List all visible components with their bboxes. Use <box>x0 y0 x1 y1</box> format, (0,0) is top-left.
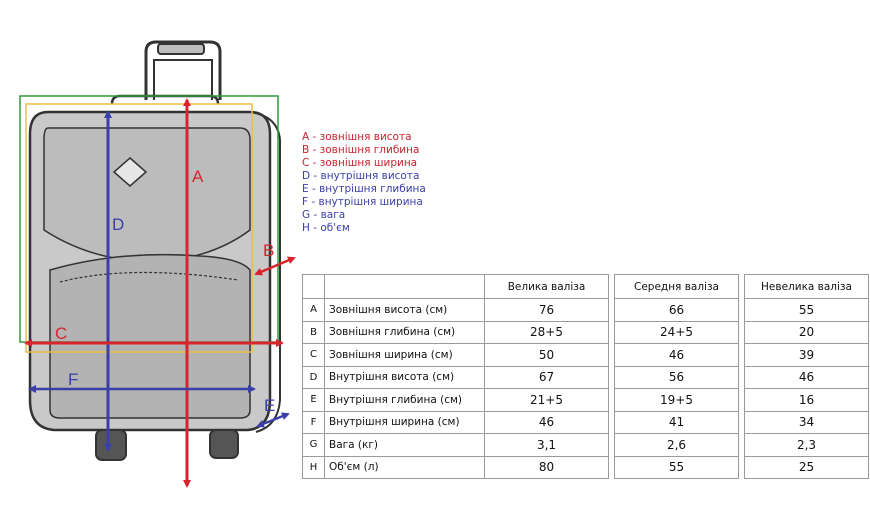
value-medium: 55 <box>614 455 739 479</box>
dimension-label-f: F <box>68 370 78 389</box>
column-gap <box>608 343 615 366</box>
row-letter: B <box>302 320 325 344</box>
value-medium: 66 <box>614 298 739 322</box>
column-gap <box>608 433 615 456</box>
value-medium: 19+5 <box>614 388 739 412</box>
legend-item: E - внутрішня глибина <box>302 183 426 195</box>
value-large: 80 <box>484 455 609 479</box>
column-gap <box>738 388 745 411</box>
value-medium: 24+5 <box>614 320 739 344</box>
value-small: 2,3 <box>744 433 869 457</box>
row-letter: A <box>302 298 325 322</box>
size-spec-table: Велика валіза Середня валіза Невелика ва… <box>302 274 869 479</box>
value-medium: 2,6 <box>614 433 739 457</box>
legend-item: B - зовнішня глибина <box>302 144 420 156</box>
column-gap <box>608 366 615 389</box>
row-name: Внутрішня ширина (см) <box>324 410 485 434</box>
dimension-arrow-b <box>254 256 296 276</box>
row-letter: C <box>302 343 325 367</box>
value-large: 28+5 <box>484 320 609 344</box>
header-blank-letter <box>302 274 325 299</box>
row-letter: E <box>302 388 325 412</box>
column-gap <box>608 411 615 434</box>
value-small: 25 <box>744 455 869 479</box>
row-name: Внутрішня висота (см) <box>324 365 485 389</box>
value-large: 76 <box>484 298 609 322</box>
value-medium: 41 <box>614 410 739 434</box>
legend-item: D - внутрішня висота <box>302 170 420 182</box>
column-gap <box>608 298 615 321</box>
suitcase-illustration <box>28 40 281 461</box>
column-gap <box>738 298 745 321</box>
value-small: 20 <box>744 320 869 344</box>
column-gap <box>738 456 745 479</box>
value-large: 3,1 <box>484 433 609 457</box>
value-small: 46 <box>744 365 869 389</box>
value-large: 21+5 <box>484 388 609 412</box>
dimension-label-a: A <box>192 167 204 186</box>
column-gap <box>738 366 745 389</box>
header-large-suitcase: Велика валіза <box>484 274 609 299</box>
row-name: Зовнішня ширина (см) <box>324 343 485 367</box>
legend-item: H - об'єм <box>302 222 350 234</box>
row-letter: F <box>302 410 325 434</box>
legend-item: C - зовнішня ширина <box>302 157 418 169</box>
column-gap <box>738 321 745 344</box>
value-large: 67 <box>484 365 609 389</box>
table-header-row: Велика валіза Середня валіза Невелика ва… <box>302 274 869 299</box>
header-medium-suitcase: Середня валіза <box>614 274 739 299</box>
dimension-label-d: D <box>112 215 124 234</box>
value-large: 50 <box>484 343 609 367</box>
value-small: 16 <box>744 388 869 412</box>
row-name: Зовнішня глибина (см) <box>324 320 485 344</box>
row-name: Зовнішня висота (см) <box>324 298 485 322</box>
column-gap <box>608 388 615 411</box>
column-gap <box>738 433 745 456</box>
dimension-label-c: C <box>55 324 67 343</box>
legend-item: F - внутрішня ширина <box>302 196 423 208</box>
row-name: Вага (кг) <box>324 433 485 457</box>
value-medium: 46 <box>614 343 739 367</box>
column-gap <box>738 343 745 366</box>
column-gap <box>738 411 745 434</box>
dimension-label-b: B <box>263 241 274 260</box>
column-gap <box>608 456 615 479</box>
value-small: 34 <box>744 410 869 434</box>
value-small: 39 <box>744 343 869 367</box>
row-letter: G <box>302 433 325 457</box>
row-letter: D <box>302 365 325 389</box>
column-gap <box>738 274 745 299</box>
row-name: Об'єм (л) <box>324 455 485 479</box>
value-large: 46 <box>484 410 609 434</box>
value-small: 55 <box>744 298 869 322</box>
row-letter: H <box>302 455 325 479</box>
header-blank-name <box>324 274 485 299</box>
row-name: Внутрішня глибина (см) <box>324 388 485 412</box>
column-gap <box>608 321 615 344</box>
dimension-arrow-e <box>256 412 290 428</box>
column-gap <box>608 274 615 299</box>
legend-item: A - зовнішня висота <box>302 131 412 143</box>
legend-item: G - вага <box>302 209 346 221</box>
inner-dimension-box <box>25 103 253 353</box>
value-medium: 56 <box>614 365 739 389</box>
dimension-label-e: E <box>264 396 275 415</box>
header-small-suitcase: Невелика валіза <box>744 274 869 299</box>
